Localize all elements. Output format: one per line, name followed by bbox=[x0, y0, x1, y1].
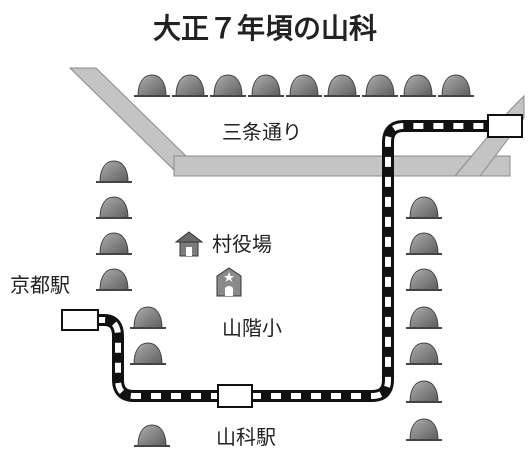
mountain-icon bbox=[129, 306, 167, 329]
mountain-icon bbox=[95, 196, 133, 219]
yamashina-station-label: 山科駅 bbox=[216, 425, 276, 449]
mountain-icon bbox=[437, 74, 475, 97]
mountain-icon bbox=[129, 342, 167, 365]
mountain-icon bbox=[405, 380, 443, 403]
kyoto-station-label: 京都駅 bbox=[10, 273, 70, 297]
train-car-icon bbox=[487, 114, 523, 138]
mountain-icon bbox=[405, 196, 443, 219]
mountain-icon bbox=[171, 74, 209, 97]
mountain-icon bbox=[133, 74, 171, 97]
mountain-icon bbox=[247, 74, 285, 97]
road-label: 三条通り bbox=[222, 120, 302, 144]
mountain-icon bbox=[405, 306, 443, 329]
mountain-icon bbox=[399, 74, 437, 97]
mountain-icon bbox=[405, 418, 443, 441]
mountain-icon bbox=[95, 268, 133, 291]
school-label: 山階小 bbox=[222, 316, 282, 340]
mountain-icon bbox=[285, 74, 323, 97]
mountain-icon bbox=[405, 268, 443, 291]
school-icon bbox=[216, 267, 242, 297]
mountain-icon bbox=[133, 424, 171, 447]
train-car-icon bbox=[217, 384, 253, 408]
mountain-icon bbox=[95, 160, 133, 183]
railway bbox=[61, 114, 523, 408]
map-title: 大正７年頃の山科 bbox=[153, 12, 377, 45]
mountain-icon bbox=[95, 232, 133, 255]
village-office-icon bbox=[174, 231, 204, 257]
mountain-icon bbox=[361, 74, 399, 97]
mountain-icon bbox=[405, 232, 443, 255]
mountain-icon bbox=[405, 342, 443, 365]
mountain-icon bbox=[323, 74, 361, 97]
village-office-label: 村役場 bbox=[212, 232, 272, 256]
mountain-icon bbox=[209, 74, 247, 97]
train-car-icon bbox=[61, 309, 99, 331]
